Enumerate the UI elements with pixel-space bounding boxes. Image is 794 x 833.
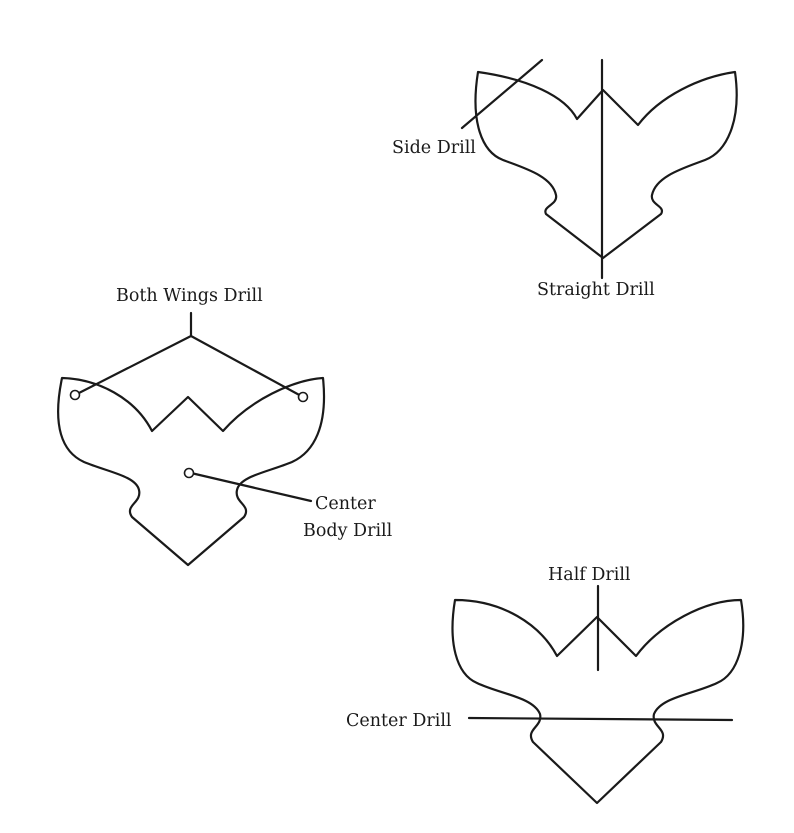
fleur-shape-half-center xyxy=(451,584,745,805)
straight-drill-label: Straight Drill xyxy=(537,280,655,300)
center-body-drill-hole xyxy=(183,467,195,479)
both-wings-line-left xyxy=(73,334,193,397)
fleur-shape-wings-body xyxy=(57,311,326,567)
both-wings-line-right xyxy=(189,334,305,399)
side-drill-line xyxy=(460,58,544,130)
both-wings-drill-label: Both Wings Drill xyxy=(116,286,263,306)
fleur-outline-1 xyxy=(474,70,738,260)
fleur-outline-2 xyxy=(57,376,326,567)
center-body-drill-label-line1: Center xyxy=(315,494,376,514)
fleur-outline-3 xyxy=(451,598,745,805)
fleur-shape-straight-side xyxy=(460,58,738,280)
left-wing-drill-hole xyxy=(69,389,81,401)
half-drill-label: Half Drill xyxy=(548,565,631,585)
center-drill-line xyxy=(467,716,734,722)
center-drill-label: Center Drill xyxy=(346,711,452,731)
center-body-drill-line xyxy=(189,471,313,503)
side-drill-label: Side Drill xyxy=(392,138,476,158)
right-wing-drill-hole xyxy=(297,391,309,403)
center-body-drill-label-line2: Body Drill xyxy=(303,521,393,541)
